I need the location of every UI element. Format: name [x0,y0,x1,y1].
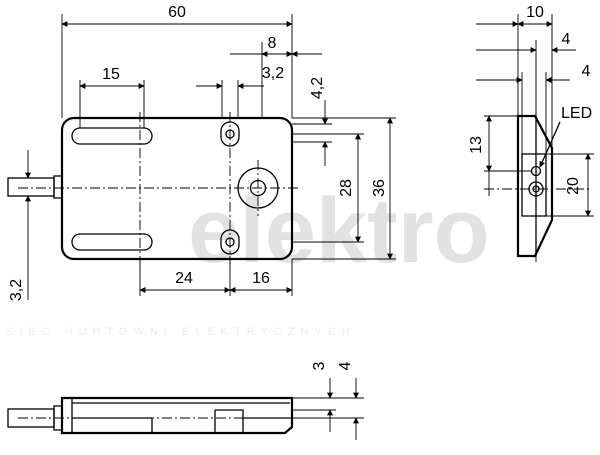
cable-gland [53,175,63,199]
dim-bottom-4: 4 [337,361,354,370]
dim-hole-width: 3,2 [262,65,284,82]
dim-overall-height: 36 [371,179,388,197]
dim-offset-8: 8 [268,35,277,52]
side-view-dimensions: 10 4 4 LED 13 20 [468,4,594,217]
bottom-view-dimensions: 3 4 [292,361,364,440]
watermark-brand: elektro [188,180,490,282]
side-view [484,112,590,262]
dim-slot-length: 15 [102,66,120,83]
bottom-view [7,396,300,435]
dim-hole-pitch-vertical: 28 [338,179,355,197]
dim-side-4-right: 4 [582,63,591,80]
mounting-slot-bottom [71,233,153,251]
front-view-dimensions: 60 8 3,2 15 4,2 28 36 [8,4,396,301]
dim-overall-width: 60 [168,4,186,21]
mounting-slot-top [71,127,153,145]
dim-cable-diameter: 3,2 [8,279,25,301]
dim-side-13: 13 [468,136,485,154]
watermark: elektro SIEC HURTOWNI ELEKTRYCZNYCH [6,180,490,338]
sensing-face-side [521,153,547,217]
side-body-outline [516,114,554,258]
dim-side-20: 20 [565,177,582,195]
dim-side-4-top: 4 [562,31,571,48]
led-label: LED [561,105,592,122]
dim-pitch-24: 24 [175,270,193,287]
watermark-tagline: SIEC HURTOWNI ELEKTRYCZNYCH [6,326,356,338]
dim-side-width: 10 [526,4,544,21]
dim-bottom-3: 3 [311,361,328,370]
cable [7,177,55,197]
dim-pitch-16: 16 [252,270,270,287]
dim-hole-height: 4,2 [309,77,326,99]
